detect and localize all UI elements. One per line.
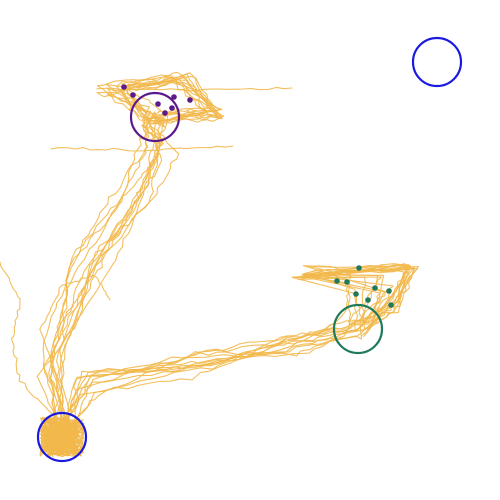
endpoint-dot — [386, 288, 392, 294]
zone-markers — [36, 36, 463, 463]
start-zone-ring — [36, 411, 88, 463]
right-target-zone-ring — [332, 303, 384, 355]
trajectory-line — [39, 274, 111, 410]
endpoint-dot — [344, 279, 350, 285]
trajectory-line — [96, 86, 293, 92]
endpoint-dot — [388, 302, 394, 308]
endpoint-dot — [121, 84, 127, 90]
trajectory-line — [50, 145, 234, 152]
endpoint-dot — [162, 110, 168, 116]
trajectory-line — [39, 268, 408, 456]
top-right-zone-ring — [411, 36, 463, 88]
top-target-zone-ring — [129, 91, 181, 143]
endpoint-dot — [353, 291, 359, 297]
endpoint-dot — [372, 285, 378, 291]
endpoint-dot — [171, 94, 177, 100]
endpoint-dot — [365, 297, 371, 303]
endpoint-dots — [121, 84, 394, 308]
endpoint-dot — [130, 92, 136, 98]
trajectory-line — [42, 71, 221, 457]
endpoint-dot — [169, 105, 175, 111]
trajectory-line — [40, 267, 416, 458]
endpoint-dot — [334, 278, 340, 284]
trajectory-traces — [0, 71, 419, 458]
trajectory-line — [0, 261, 58, 420]
endpoint-dot — [356, 265, 362, 271]
endpoint-dot — [187, 97, 193, 103]
endpoint-dot — [155, 101, 161, 107]
